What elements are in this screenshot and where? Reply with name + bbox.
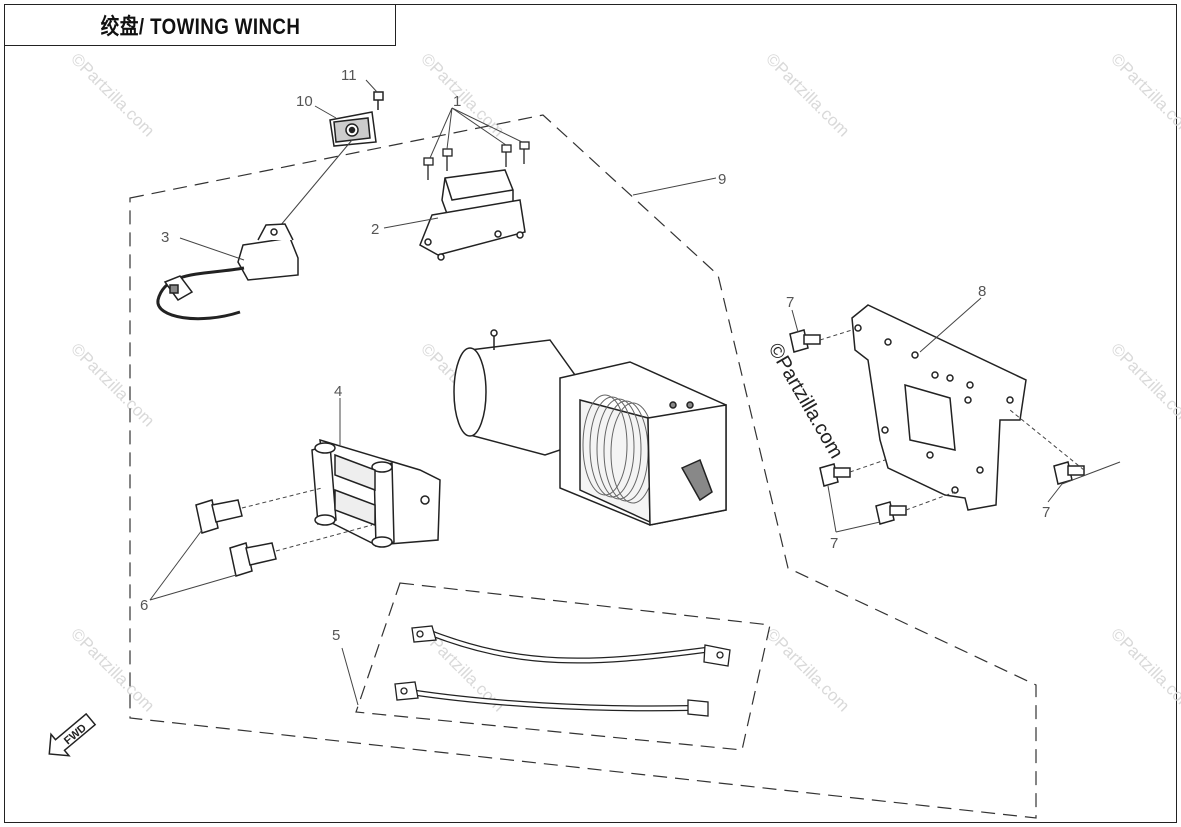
- drawing-frame: [4, 4, 1177, 823]
- watermark: ©Partzilla.com: [1107, 49, 1181, 140]
- callout-7b: 7: [830, 535, 838, 552]
- title-box: 绞盘/ TOWING WINCH: [4, 4, 396, 46]
- callouts: 1 2 3 4 5 6 7 7 7 8 9 10 11: [140, 67, 1050, 644]
- watermark: ©Partzilla.com: [1107, 624, 1181, 715]
- callout-6: 6: [140, 597, 148, 614]
- watermark: ©Partzilla.com: [762, 624, 853, 715]
- callout-9: 9: [718, 171, 726, 188]
- bracket-part: [329, 111, 377, 147]
- callout-2: 2: [371, 221, 379, 238]
- watermark-main: ©Partzilla.com: [764, 340, 848, 463]
- callout-8: 8: [978, 283, 986, 300]
- mounting-plate-part: [851, 304, 1027, 511]
- callout-10: 10: [296, 93, 313, 110]
- winch-assembly-outline: [129, 114, 1037, 819]
- remote-socket-part: [156, 223, 299, 321]
- watermark: ©Partzilla.com: [1107, 339, 1181, 430]
- callout-7a: 7: [786, 294, 794, 311]
- watermark: ©Partzilla.com: [67, 49, 158, 140]
- callout-11: 11: [341, 67, 357, 84]
- relay-contactor-part: [419, 169, 526, 261]
- page-title: 绞盘/ TOWING WINCH: [100, 14, 300, 39]
- battery-cables-part: [394, 625, 731, 717]
- watermark: ©Partzilla.com: [67, 339, 158, 430]
- screw-part: [373, 91, 384, 110]
- fairlead-bolts-part: [195, 499, 277, 577]
- callout-7c: 7: [1042, 504, 1050, 521]
- callout-3: 3: [161, 229, 169, 246]
- watermark: ©Partzilla.com: [67, 624, 158, 715]
- winch-body-part: [453, 329, 727, 526]
- watermark: ©Partzilla.com: [417, 49, 508, 140]
- cable-group-outline: [355, 582, 771, 751]
- callout-1: 1: [453, 93, 461, 110]
- callout-5: 5: [332, 627, 340, 644]
- watermark: ©Partzilla.com: [762, 49, 853, 140]
- forward-arrow-icon: FWD: [48, 712, 97, 757]
- roller-fairlead-part: [311, 438, 441, 548]
- mount-bolts-part: [789, 329, 1085, 525]
- callout-4: 4: [334, 383, 342, 400]
